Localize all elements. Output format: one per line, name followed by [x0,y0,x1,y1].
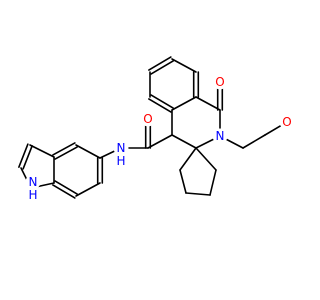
single-bond [195,96,221,111]
amide-nitrogen-symbol: N [117,141,126,155]
single-bond [75,144,101,159]
double-bond [148,56,172,71]
single-bond [209,169,217,196]
double-bond [150,94,174,109]
lactam-nitrogen-label: N [212,128,228,144]
amide-carbonyl-oxygen-label: O [140,111,156,127]
single-bond [171,96,197,111]
double-bond [22,145,33,170]
single-bond [185,192,211,196]
single-bond [179,147,197,171]
single-bond [29,144,55,158]
single-bond [75,182,101,197]
single-bond [171,134,197,149]
double-bond [148,98,172,113]
double-bond [52,142,76,156]
amide-carbonyl-oxygen-symbol: O [143,112,152,126]
lactam-carbonyl-oxygen-label: O [212,74,228,90]
double-bond [18,143,29,168]
methoxy-oxygen-label: O [279,114,295,130]
lactam-carbonyl-oxygen-symbol: O [215,75,224,89]
double-bond [54,146,78,160]
lactam-nitrogen-symbol: N [216,129,225,143]
double-bond [54,180,78,195]
single-bond [242,134,266,149]
single-bond [147,134,173,149]
double-bond [150,60,174,75]
methoxy-oxygen-symbol: O [282,115,291,129]
amide-nitrogen-label: NH [113,140,129,168]
bond-layer [18,56,288,199]
single-bond [195,147,217,171]
indole-n1-label: NH [25,174,41,202]
single-bond [171,58,197,73]
indole-n1-hydrogen: H [28,188,37,202]
single-bond [179,169,187,194]
amide-nitrogen-hydrogen: H [116,154,125,168]
double-bond [52,184,76,199]
indole-n1-symbol: N [29,175,38,189]
